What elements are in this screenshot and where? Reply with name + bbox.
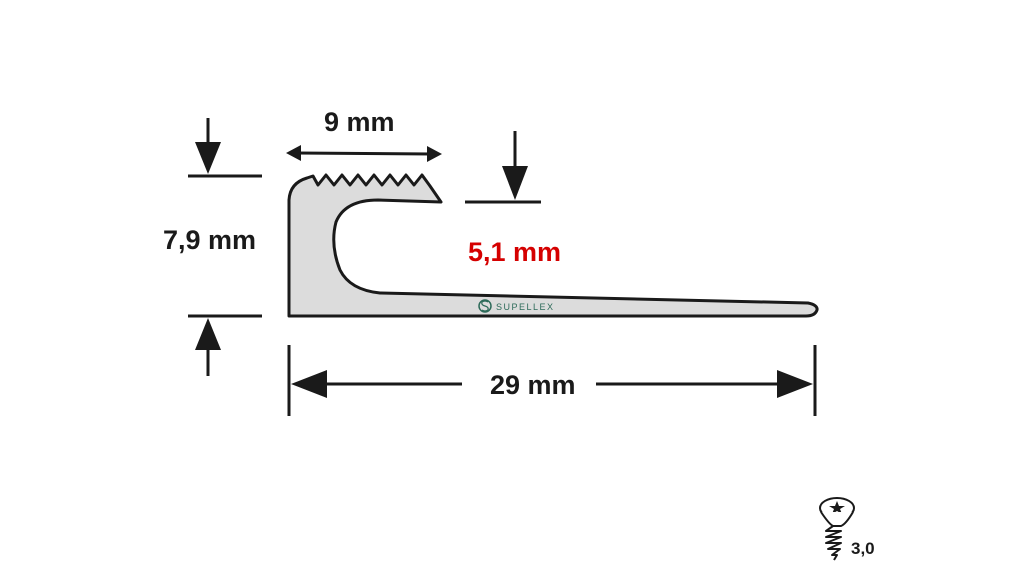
length-arrow-left-head [291,370,327,398]
width-top-dimension: 9 mm [286,107,442,162]
height-total-label: 7,9 mm [163,225,256,255]
width-top-arrow-right-head [427,146,442,162]
height-inner-arrow-head [502,166,528,200]
length-arrow-right-head [777,370,813,398]
screw-shaft-icon [825,525,842,561]
screw-size-label: 3,0 [851,539,875,558]
brand-name: SUPELLEX [496,302,555,312]
height-inner-dimension: 5,1 mm [465,131,561,267]
width-top-arrow-line [295,151,433,156]
height-inner-label: 5,1 mm [468,237,561,267]
brand-logo-s-icon [481,300,489,312]
screw-torx-icon [829,501,845,514]
width-top-arrow-left-head [286,145,301,161]
width-top-label: 9 mm [324,107,395,137]
height-bottom-arrow-head [195,318,221,350]
length-total-label: 29 mm [490,370,576,400]
height-top-arrow-head [195,142,221,174]
height-total-dimension: 7,9 mm [163,118,262,376]
brand-logo: SUPELLEX [478,299,555,313]
profile-shape [287,173,819,318]
length-total-dimension: 29 mm [287,345,817,416]
screw-neck-icon [820,511,854,527]
screw-icon: 3,0 [819,497,875,561]
brand-logo-icon [478,299,492,313]
